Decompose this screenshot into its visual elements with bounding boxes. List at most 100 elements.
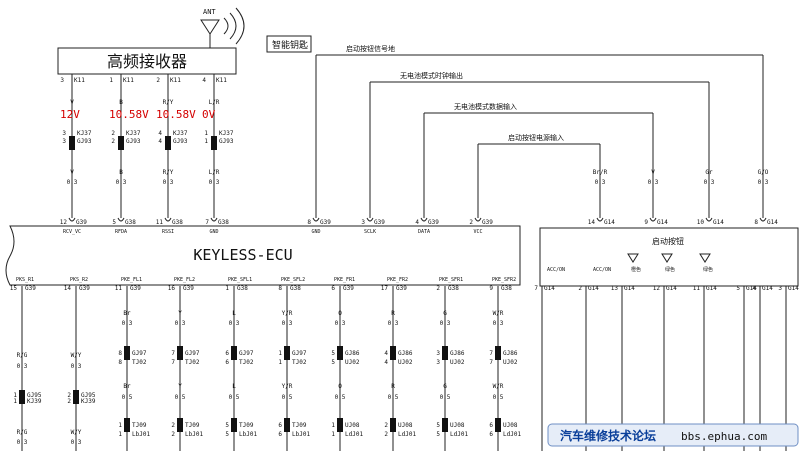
connector-name: TJ02 bbox=[185, 359, 200, 366]
led-icon bbox=[627, 253, 639, 263]
ecu-bottom-num: 6 bbox=[331, 285, 335, 292]
connector-pin: 6 bbox=[489, 431, 493, 438]
antenna-connector bbox=[337, 346, 343, 360]
connector-name: TJ02 bbox=[132, 359, 147, 366]
ecu-pin-num: 2 bbox=[469, 219, 473, 226]
switch-pin-conn: G14 bbox=[713, 219, 724, 226]
switch-pin-num: 14 bbox=[588, 219, 596, 226]
ecu-pin-conn: G38 bbox=[125, 219, 136, 226]
wire-color: Y/R bbox=[282, 383, 293, 390]
connector-pin: 4 bbox=[384, 359, 388, 366]
receiver-title: 高频接收器 bbox=[107, 52, 187, 71]
ecu-bottom-label: PKE_FR2 bbox=[387, 277, 408, 283]
connector-name: LdJ01 bbox=[503, 431, 521, 438]
wire-gauge: 0.5 bbox=[229, 394, 240, 401]
connector-name: LbJ01 bbox=[239, 431, 257, 438]
ecu-bottom-label: PKE_FR1 bbox=[334, 277, 355, 283]
wire-gauge: 0.3 bbox=[67, 179, 78, 186]
ecu-pin-cup bbox=[312, 217, 320, 222]
switch-out-pin: 11 bbox=[693, 285, 701, 292]
signal-name: 启动按钮电源输入 bbox=[508, 133, 564, 142]
smart-key-label: 智能钥匙 bbox=[272, 39, 308, 51]
ecu-bottom-num: 1 bbox=[225, 285, 229, 292]
wire-gauge: 0.5 bbox=[388, 394, 399, 401]
antenna-connector bbox=[284, 346, 290, 360]
switch-out-conn: G14 bbox=[544, 285, 555, 292]
wire-color: R bbox=[391, 383, 395, 390]
wire-color: L bbox=[232, 383, 236, 390]
ecu-pin-num: 12 bbox=[60, 219, 68, 226]
wire-gauge: 0.3 bbox=[175, 320, 186, 327]
antenna-connector bbox=[284, 418, 290, 432]
receiver-pin-num: 4 bbox=[202, 77, 206, 84]
ecu-pin-conn: G38 bbox=[218, 219, 229, 226]
wire-color: L bbox=[232, 310, 236, 317]
ecu-pin-num: 3 bbox=[361, 219, 365, 226]
signal-name: 无电池模式数据输入 bbox=[454, 102, 517, 111]
connector-name: LbJ01 bbox=[185, 431, 203, 438]
ecu-signal: RCV_VC bbox=[63, 229, 81, 235]
connector-pin: 2 bbox=[111, 138, 115, 145]
ecu-pin-cup bbox=[420, 217, 428, 222]
wire-gauge: 0.5 bbox=[335, 394, 346, 401]
ecu-bottom-num: 17 bbox=[381, 285, 389, 292]
watermark-cn: 汽车维修技术论坛 bbox=[560, 428, 656, 443]
start-button-label: 绿色 bbox=[665, 266, 675, 273]
connector-pin: 3 bbox=[62, 130, 66, 137]
antenna-connector bbox=[390, 346, 396, 360]
start-button-label: ACC/ON bbox=[593, 267, 611, 273]
ecu-pin-cup bbox=[68, 217, 76, 222]
connector-pin: 4 bbox=[384, 350, 388, 357]
antenna-connector bbox=[442, 418, 448, 432]
ecu-title: KEYLESS-ECU bbox=[193, 246, 292, 264]
ecu-bottom-num: 8 bbox=[278, 285, 282, 292]
switch-out-pin: 3 bbox=[778, 285, 782, 292]
ecu-pin-cup bbox=[474, 217, 482, 222]
ecu-bottom-conn: G39 bbox=[343, 285, 354, 292]
wire-color: O bbox=[338, 383, 342, 390]
connector-name: TJ09 bbox=[292, 422, 307, 429]
receiver-pin-conn: K11 bbox=[216, 77, 227, 84]
connector-name: GJ93 bbox=[126, 138, 141, 145]
switch-out-pin: 2 bbox=[578, 285, 582, 292]
antenna-icon bbox=[200, 7, 245, 48]
wire-color: V bbox=[651, 169, 655, 176]
antenna-connector bbox=[337, 418, 343, 432]
switch-out-conn: G14 bbox=[588, 285, 599, 292]
connector-name: KJ39 bbox=[27, 398, 42, 405]
wire-color: W/Y bbox=[71, 352, 82, 359]
receiver-pin-conn: K11 bbox=[123, 77, 134, 84]
connector-pin: 1 bbox=[13, 392, 17, 399]
connector-pin: 6 bbox=[225, 350, 229, 357]
ecu-signal: VCC bbox=[473, 229, 482, 235]
connector-pin: 2 bbox=[384, 431, 388, 438]
connector-pin: 1 bbox=[204, 138, 208, 145]
wire-gauge: 0.3 bbox=[758, 179, 769, 186]
wire-gauge: 0.3 bbox=[116, 179, 127, 186]
connector-pin: 8 bbox=[118, 359, 122, 366]
connector-pin: 6 bbox=[489, 422, 493, 429]
ecu-bottom-label: PKS_R1 bbox=[16, 277, 34, 283]
signal-name: 无电池模式时钟输出 bbox=[400, 71, 463, 80]
switch-out-conn: G14 bbox=[666, 285, 677, 292]
connector-name: GJ97 bbox=[292, 350, 307, 357]
wire-color: R/Y bbox=[163, 169, 174, 176]
wire-color: Y bbox=[178, 383, 182, 390]
wire-gauge: 0.3 bbox=[71, 363, 82, 370]
ecu-pin-num: 8 bbox=[307, 219, 311, 226]
ecu-bottom-num: 15 bbox=[10, 285, 18, 292]
connector-name: GJ86 bbox=[398, 350, 413, 357]
wire-color: G bbox=[443, 310, 447, 317]
switch-out-pin: 4 bbox=[752, 285, 756, 292]
ecu-pin-conn: G39 bbox=[428, 219, 439, 226]
receiver-wire-color: L/R bbox=[209, 99, 220, 106]
switch-pin-conn: G14 bbox=[767, 219, 778, 226]
ecu-bottom-label: PKE_FL2 bbox=[174, 277, 195, 283]
ecu-bottom-label: PKE_SFR2 bbox=[492, 277, 516, 283]
wire-gauge: 0.3 bbox=[335, 320, 346, 327]
connector-pin: 6 bbox=[225, 359, 229, 366]
connector-pin: 7 bbox=[489, 350, 493, 357]
ecu-pin-conn: G39 bbox=[482, 219, 493, 226]
wire-gauge: 0.3 bbox=[440, 320, 451, 327]
